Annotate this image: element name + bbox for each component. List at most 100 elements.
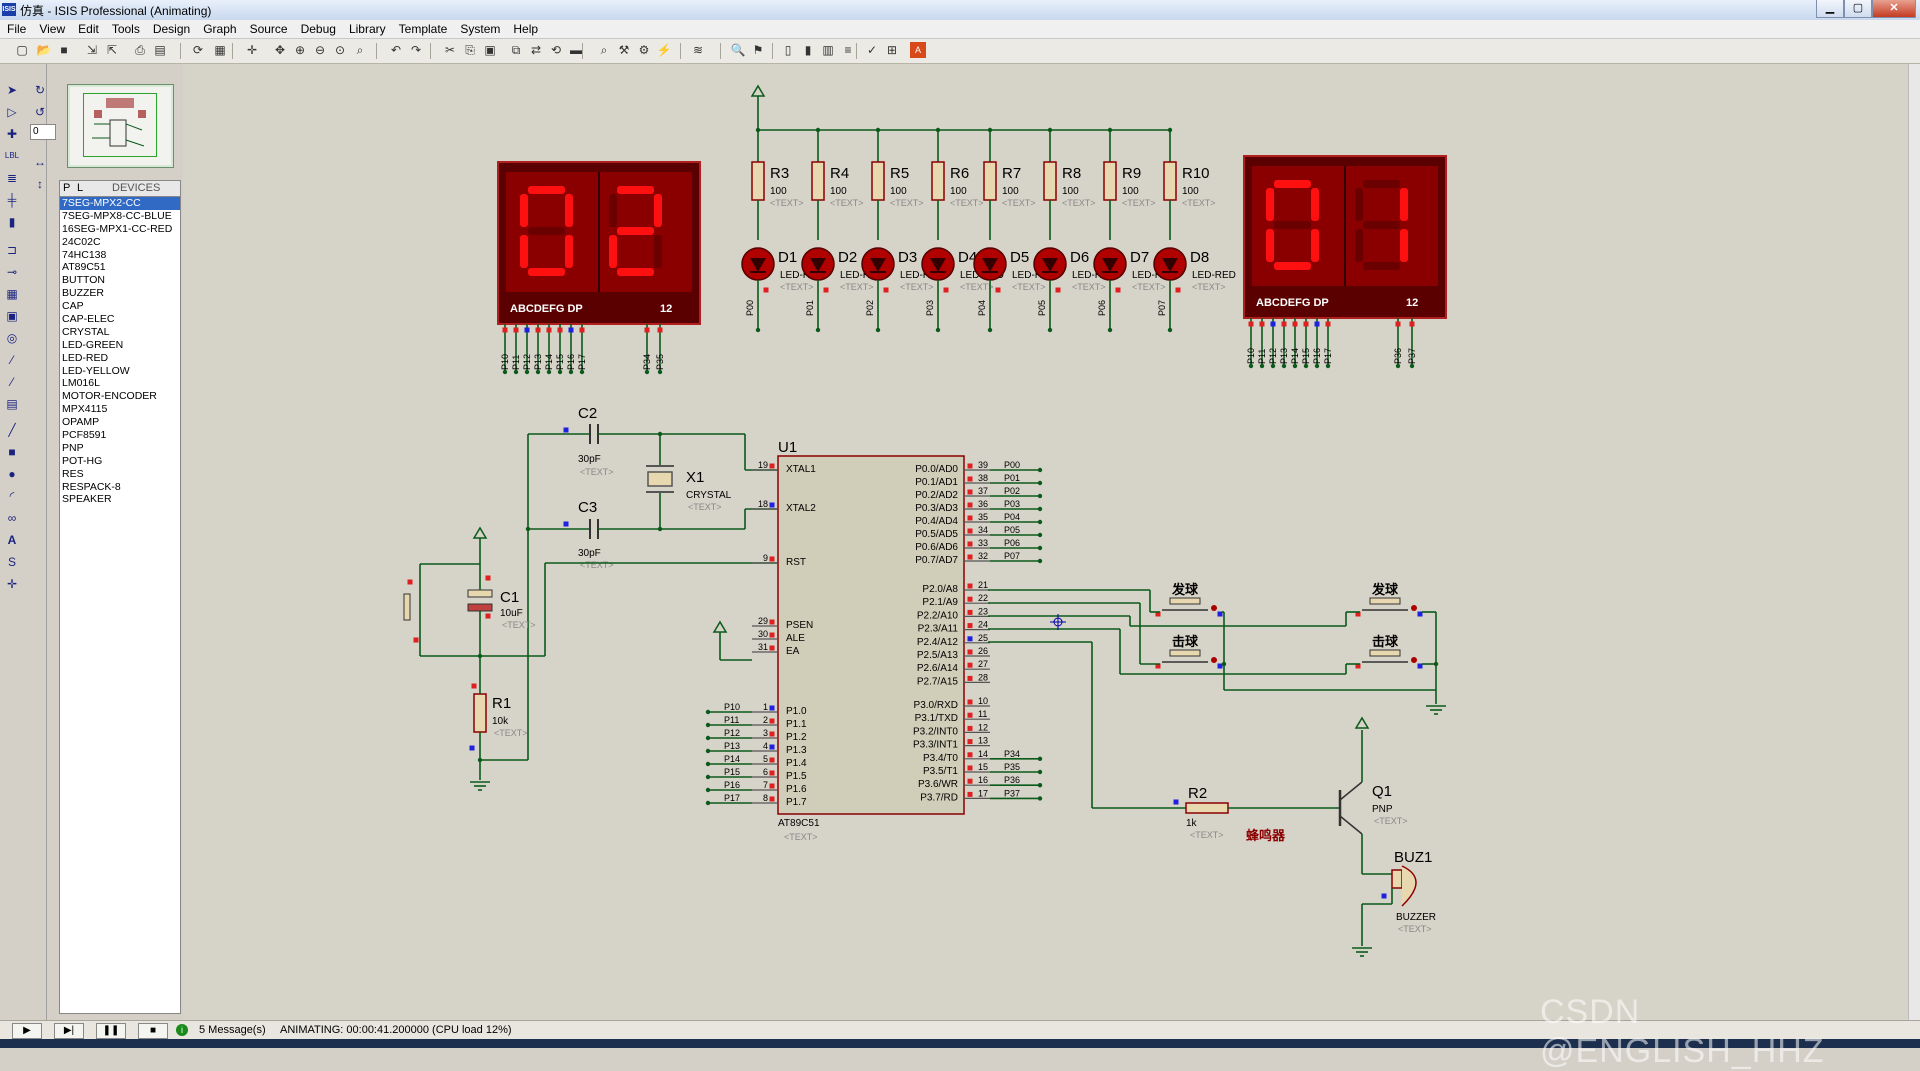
- block-move-icon[interactable]: ⇄: [530, 43, 542, 57]
- wire-label-icon[interactable]: LBL: [4, 151, 20, 160]
- device-list-item[interactable]: AT89C51: [62, 261, 106, 274]
- rotate-cw-icon[interactable]: ↻: [34, 83, 46, 97]
- device-list-item[interactable]: RES: [62, 467, 84, 480]
- 2d-marker-icon[interactable]: ✛: [6, 577, 18, 591]
- menu-library[interactable]: Library: [348, 22, 386, 36]
- rotate-ccw-icon[interactable]: ↺: [34, 105, 46, 119]
- device-pins-icon[interactable]: ⊸: [6, 265, 18, 279]
- block-delete-icon[interactable]: ▬: [570, 43, 582, 57]
- wire-autoroute-icon[interactable]: ≋: [692, 43, 704, 57]
- device-list-item[interactable]: MPX4115: [62, 403, 108, 416]
- current-probe-icon[interactable]: ⁄: [10, 375, 13, 389]
- erc-icon[interactable]: ✓: [866, 43, 878, 57]
- step-button[interactable]: ▶|: [54, 1023, 84, 1039]
- print-icon[interactable]: ⎙: [135, 43, 145, 57]
- 2d-text-icon[interactable]: A: [7, 533, 17, 547]
- junction-dot-icon[interactable]: ✚: [6, 127, 18, 141]
- new-sheet-icon[interactable]: ▯: [784, 43, 792, 57]
- device-list-item[interactable]: BUTTON: [62, 274, 105, 287]
- device-list-item[interactable]: PNP: [62, 441, 84, 454]
- decompose-icon[interactable]: ⚡: [656, 43, 672, 57]
- property-tool-icon[interactable]: ⚑: [752, 43, 764, 57]
- device-list-item[interactable]: LM016L: [62, 377, 100, 390]
- 2d-arc-icon[interactable]: ◜: [9, 489, 15, 503]
- overview-window[interactable]: [67, 84, 174, 168]
- grid-icon[interactable]: ▦: [214, 43, 226, 57]
- 2d-path-icon[interactable]: ∞: [7, 511, 17, 525]
- zoom-in-icon[interactable]: ⊕: [294, 43, 306, 57]
- close-button[interactable]: ✕: [1872, 0, 1916, 18]
- maximize-button[interactable]: ▢: [1844, 0, 1872, 18]
- export-icon[interactable]: ⇱: [106, 43, 118, 57]
- refresh-icon[interactable]: ⟳: [192, 43, 204, 57]
- pan-icon[interactable]: ✥: [274, 43, 286, 57]
- device-list-item[interactable]: PCF8591: [62, 429, 107, 442]
- block-rotate-icon[interactable]: ⟲: [550, 43, 562, 57]
- generator-icon[interactable]: ◎: [6, 331, 18, 345]
- tape-recorder-icon[interactable]: ▣: [6, 309, 18, 323]
- component-mode-icon[interactable]: ▷: [7, 105, 17, 119]
- pick-device-tab[interactable]: P: [63, 182, 71, 194]
- mirror-vertical-icon[interactable]: ↕: [37, 177, 43, 191]
- menu-help[interactable]: Help: [513, 22, 539, 36]
- device-list-item[interactable]: SPEAKER: [62, 493, 112, 506]
- device-list-item[interactable]: CAP: [62, 300, 84, 313]
- zoom-area-icon[interactable]: ⌕: [356, 43, 364, 57]
- mirror-horizontal-icon[interactable]: ↔: [34, 155, 46, 169]
- open-icon[interactable]: 📂: [36, 43, 52, 57]
- origin-icon[interactable]: ✛: [246, 43, 258, 57]
- save-icon[interactable]: ■: [60, 43, 68, 57]
- zoom-child-icon[interactable]: ▥: [822, 43, 834, 57]
- device-list-item[interactable]: POT-HG: [62, 454, 103, 467]
- menu-file[interactable]: File: [7, 22, 27, 36]
- new-icon[interactable]: ▢: [16, 43, 28, 57]
- netlist-icon[interactable]: ⊞: [886, 43, 898, 57]
- 2d-symbol-icon[interactable]: S: [7, 555, 16, 569]
- device-list-item[interactable]: 74HC138: [62, 248, 107, 261]
- 2d-box-icon[interactable]: ■: [8, 445, 16, 459]
- zoom-all-icon[interactable]: ⊙: [334, 43, 346, 57]
- device-list-item[interactable]: 7SEG-MPX8-CC-BLUE: [62, 209, 172, 222]
- make-device-icon[interactable]: ⚒: [618, 43, 630, 57]
- menu-template[interactable]: Template: [398, 22, 448, 36]
- device-list-item[interactable]: LED-RED: [62, 351, 109, 364]
- device-list-item[interactable]: BUZZER: [62, 287, 104, 300]
- block-copy-icon[interactable]: ⧉: [511, 43, 521, 57]
- vertical-scrollbar[interactable]: [1908, 64, 1920, 1020]
- graph-mode-icon[interactable]: ▦: [6, 287, 18, 301]
- 2d-circle-icon[interactable]: ●: [8, 467, 16, 481]
- messages-count[interactable]: 5 Message(s): [199, 1024, 266, 1036]
- copy-icon[interactable]: ⎘: [465, 43, 475, 57]
- bom-icon[interactable]: ≡: [844, 43, 852, 57]
- device-list-item[interactable]: 7SEG-MPX2-CC: [60, 197, 180, 210]
- cut-icon[interactable]: ✂: [444, 43, 456, 57]
- ares-icon[interactable]: A: [910, 42, 926, 58]
- device-list-item[interactable]: CAP-ELEC: [62, 313, 115, 326]
- bus-icon[interactable]: ╪: [7, 193, 17, 207]
- play-button[interactable]: ▶: [12, 1023, 42, 1039]
- stop-button[interactable]: ■: [138, 1023, 168, 1039]
- menu-edit[interactable]: Edit: [78, 22, 99, 36]
- pause-button[interactable]: ❚❚: [96, 1023, 126, 1039]
- rotation-angle-field[interactable]: 0: [30, 124, 56, 140]
- device-list-item[interactable]: LED-YELLOW: [62, 364, 130, 377]
- device-list-item[interactable]: 24C02C: [62, 235, 101, 248]
- library-manager-tab[interactable]: L: [77, 182, 84, 194]
- redo-icon[interactable]: ↷: [410, 43, 422, 57]
- voltage-probe-icon[interactable]: ⁄: [10, 353, 13, 367]
- subcircuit-icon[interactable]: ▮: [8, 215, 16, 229]
- menu-source[interactable]: Source: [249, 22, 288, 36]
- device-list-item[interactable]: OPAMP: [62, 416, 100, 429]
- selection-mode-icon[interactable]: ➤: [6, 83, 18, 97]
- menu-design[interactable]: Design: [152, 22, 191, 36]
- menu-view[interactable]: View: [39, 22, 66, 36]
- minimize-button[interactable]: ▁: [1816, 0, 1844, 18]
- search-icon[interactable]: 🔍: [730, 43, 746, 57]
- menu-tools[interactable]: Tools: [111, 22, 140, 36]
- pick-device-icon[interactable]: ⌕: [600, 43, 608, 57]
- device-list-item[interactable]: 16SEG-MPX1-CC-RED: [62, 222, 173, 235]
- import-icon[interactable]: ⇲: [86, 43, 98, 57]
- virtual-instruments-icon[interactable]: ▤: [6, 397, 18, 411]
